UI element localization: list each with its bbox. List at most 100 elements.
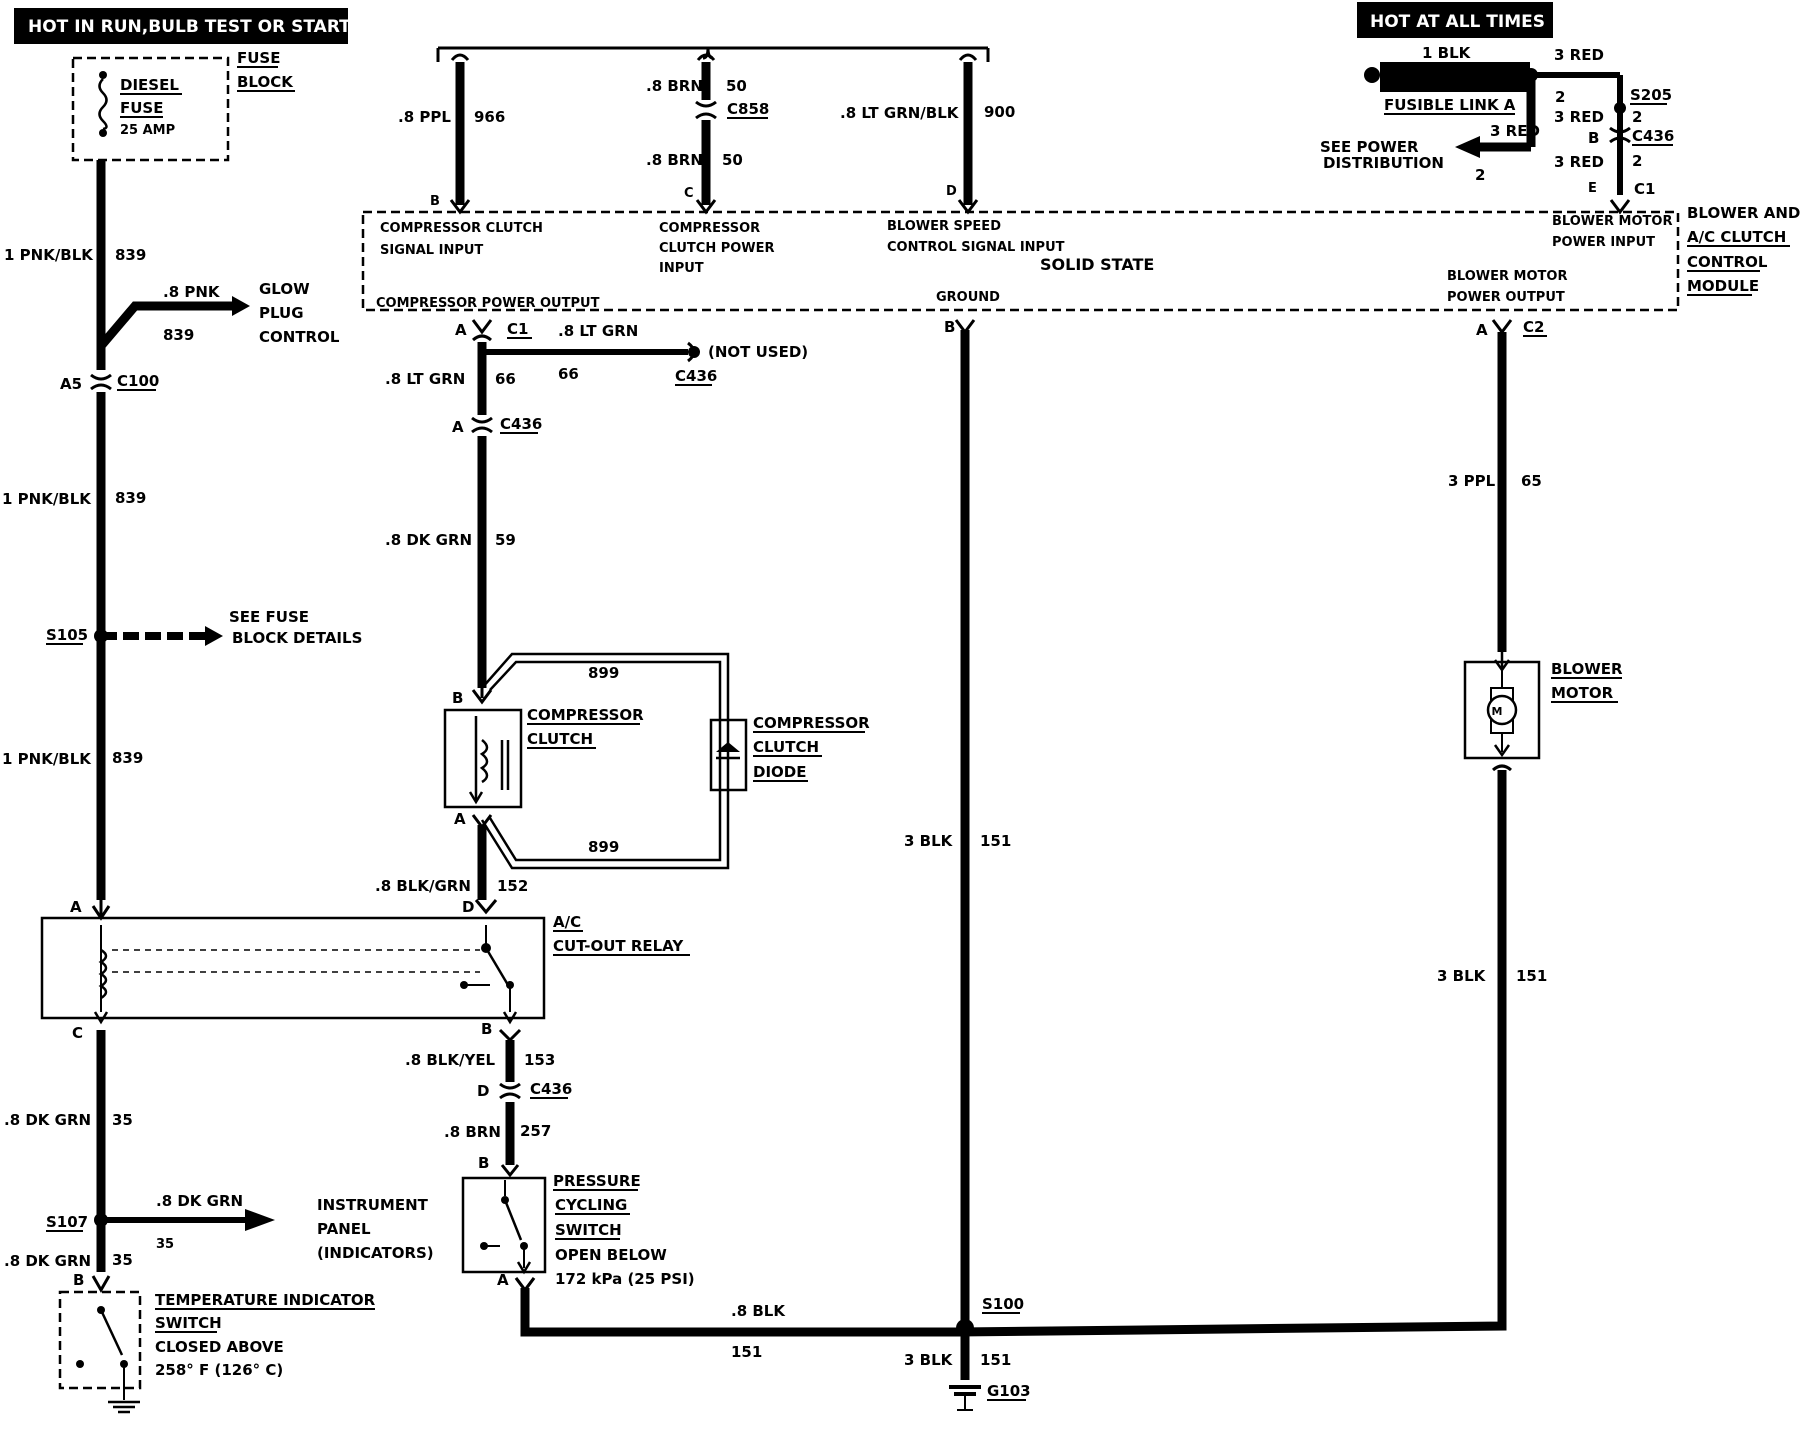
see-power1: SEE POWER <box>1320 138 1419 156</box>
w966-color: .8 PPL <box>398 108 451 126</box>
relay-pin-d: D <box>462 898 474 916</box>
see-fuse2: BLOCK DETAILS <box>232 629 362 647</box>
dkgrn: .8 DK GRN <box>385 531 472 549</box>
blower-ac-clutch-module <box>361 199 1680 312</box>
diode-label2: CLUTCH <box>753 738 819 756</box>
w50b-color: .8 BRN <box>646 151 703 169</box>
blow-sig2: CONTROL SIGNAL INPUT <box>887 240 1065 255</box>
solid-state: SOLID STATE <box>1040 255 1154 274</box>
c436-unused: C436 <box>675 367 717 385</box>
temp-label2: SWITCH <box>155 1314 222 1332</box>
sw-pin-a: A <box>497 1271 509 1289</box>
fuse-name2: FUSE <box>120 99 163 117</box>
hot-pin-b: B <box>1588 129 1599 147</box>
ground-circuit <box>514 319 1507 1411</box>
w66b: 66 <box>558 365 579 383</box>
g103-label: G103 <box>987 1382 1031 1400</box>
wire2-color: 1 PNK/BLK <box>2 490 92 508</box>
blkyel: .8 BLK/YEL <box>405 1051 496 1069</box>
c436-hot: C436 <box>1632 127 1674 145</box>
comp-pin-a: A <box>454 810 466 828</box>
ac-cutout-relay <box>40 900 546 1025</box>
relay-label1: A/C <box>553 913 581 931</box>
banner-hot-run: HOT IN RUN,BULB TEST OR START <box>14 8 351 44</box>
banner-hot-all-text: HOT AT ALL TIMES <box>1370 12 1545 32</box>
temp-pin-b: B <box>73 1271 84 1289</box>
comp-pin-b: B <box>452 689 463 707</box>
blower-motor-circuit <box>1463 319 1541 772</box>
sig-in2: SIGNAL INPUT <box>380 243 483 258</box>
comp-pin-a-c436: A <box>452 418 464 436</box>
wire1-color: 1 PNK/BLK <box>4 246 94 264</box>
bus-pin-c: C <box>684 186 694 201</box>
blower-blk: 3 BLK <box>1437 967 1487 985</box>
ground-w151b: 151 <box>980 1351 1011 1369</box>
module-title4: MODULE <box>1687 277 1759 295</box>
sw-label5: 172 kPa (25 PSI) <box>555 1270 695 1288</box>
w899-bot: 899 <box>588 838 619 856</box>
w966-num: 966 <box>474 108 505 126</box>
hot-blk: 1 BLK <box>1422 44 1472 62</box>
module-ground: GROUND <box>936 290 1000 305</box>
relay-label2: CUT-OUT RELAY <box>553 937 684 955</box>
wire2-num: 839 <box>115 489 146 507</box>
temp-label1: TEMPERATURE INDICATOR <box>155 1291 376 1309</box>
s205-label: S205 <box>1630 86 1672 104</box>
c100-pin: A5 <box>60 375 82 393</box>
c1-hot: C1 <box>1634 180 1655 198</box>
w152: 152 <box>497 877 528 895</box>
comp-pin-a-c1: A <box>455 321 467 339</box>
wire3-color: 1 PNK/BLK <box>2 750 92 768</box>
ip-label1: INSTRUMENT <box>317 1196 429 1214</box>
module-title2: A/C CLUTCH <box>1687 228 1786 246</box>
w59: 59 <box>495 531 516 549</box>
wire-35 <box>94 1030 275 1272</box>
clutch-label1: COMPRESSOR <box>527 706 644 724</box>
w50-color: .8 BRN <box>646 77 703 95</box>
w257: 257 <box>520 1122 551 1140</box>
fuse-block-title: FUSE <box>237 49 280 67</box>
blower-label2: MOTOR <box>1551 684 1614 702</box>
wire5-num: 35 <box>112 1251 133 1269</box>
sw-pin-b: B <box>478 1154 489 1172</box>
hot-red-top: 3 RED <box>1554 46 1604 64</box>
hot-n2a: 2 <box>1555 88 1565 106</box>
module-title1: BLOWER AND <box>1687 204 1800 222</box>
relay-pin-c: C <box>72 1024 83 1042</box>
s105-label: S105 <box>46 626 88 644</box>
not-used: (NOT USED) <box>708 343 808 361</box>
hot-n2b: 2 <box>1475 166 1485 184</box>
glow-wire-color: .8 PNK <box>163 283 221 301</box>
ip-label2: PANEL <box>317 1220 371 1238</box>
comp-c436: C436 <box>500 415 542 433</box>
comp-c436-b: C436 <box>530 1080 572 1098</box>
blower-label1: BLOWER <box>1551 660 1623 678</box>
fuse-block: FUSE BLOCK DIESEL FUSE 25 AMP <box>71 49 295 162</box>
w153: 153 <box>524 1051 555 1069</box>
relay-pin-b: B <box>481 1020 492 1038</box>
pwr-in1: COMPRESSOR <box>659 221 760 236</box>
blower-w65: 65 <box>1521 472 1542 490</box>
sig-in1: COMPRESSOR CLUTCH <box>380 221 543 236</box>
pwr-in3: INPUT <box>659 261 704 276</box>
hot-at-all-times-circuit <box>1364 62 1631 195</box>
ip-wire-color: .8 DK GRN <box>156 1192 243 1210</box>
banner-hot-all: HOT AT ALL TIMES <box>1357 2 1553 38</box>
ground-w151: 151 <box>980 832 1011 850</box>
ground-pin-b: B <box>944 318 955 336</box>
temp-label4: 258° F (126° C) <box>155 1361 283 1379</box>
compressor-circuit <box>443 319 748 1178</box>
wire5-color: .8 DK GRN <box>4 1252 91 1270</box>
ip-wire-num: 35 <box>156 1237 174 1252</box>
w151-bottom: 151 <box>731 1343 762 1361</box>
banner-hot-run-text: HOT IN RUN,BULB TEST OR START <box>28 17 351 37</box>
hot-red-s205: 3 RED <box>1554 108 1604 126</box>
motor-m: M <box>1492 705 1503 718</box>
blower-ppl: 3 PPL <box>1448 472 1496 490</box>
s100-label: S100 <box>982 1295 1024 1313</box>
see-fuse1: SEE FUSE <box>229 608 309 626</box>
module-title3: CONTROL <box>1687 253 1768 271</box>
glow-label2: PLUG <box>259 304 304 322</box>
fuse-name: DIESEL <box>120 76 179 94</box>
